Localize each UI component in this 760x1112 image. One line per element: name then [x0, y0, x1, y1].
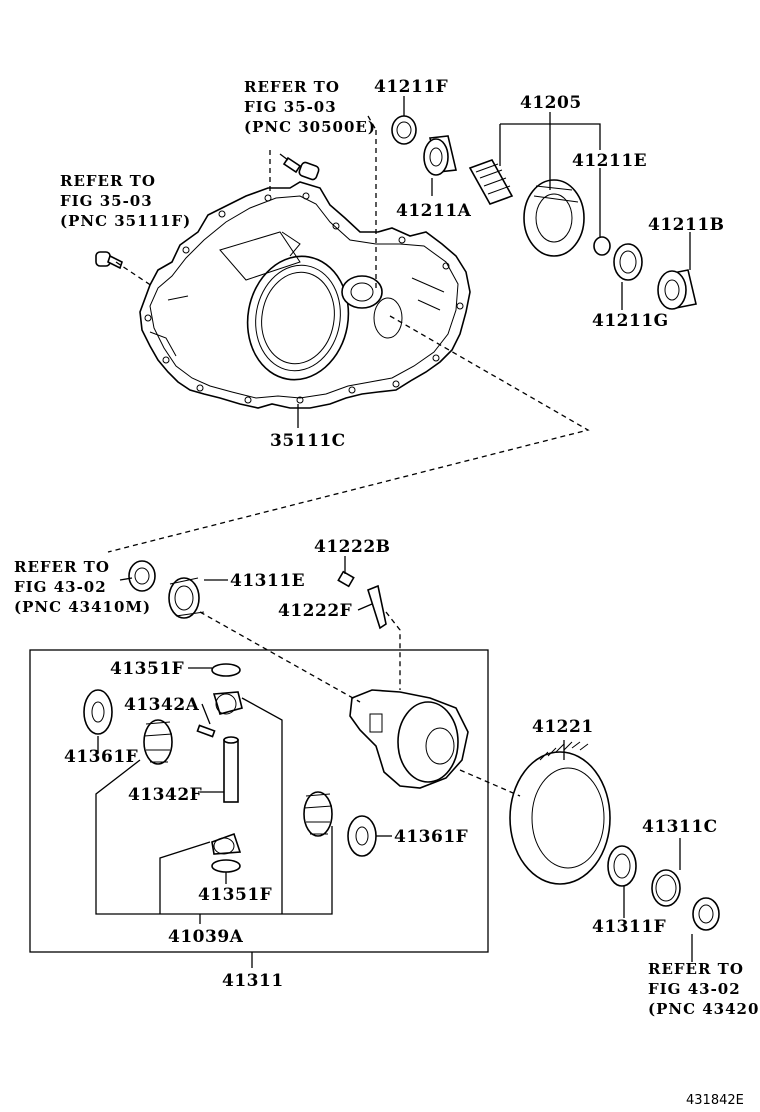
- bolt-35111f: [95, 251, 123, 270]
- leader-lines: [29, 96, 693, 968]
- pin-41342a: [196, 724, 216, 738]
- label-41361f-left: 41361F: [64, 747, 138, 767]
- differential-case-drawing: [349, 689, 469, 789]
- ref-43420-line2: FIG 43-02: [648, 980, 741, 998]
- ref-30500e-line2: FIG 35-03: [244, 98, 337, 116]
- label-41311f: 41311F: [592, 917, 666, 937]
- assembly-dashed-lines: [107, 115, 590, 797]
- bolt-30500e: [282, 156, 320, 181]
- diagram-id: 431842E: [686, 1093, 744, 1108]
- label-35111c: 35111C: [270, 431, 346, 451]
- label-41311c: 41311C: [642, 817, 718, 837]
- pinion-gear-top: [212, 691, 243, 715]
- ref-43410m-line2: FIG 43-02: [14, 578, 107, 596]
- label-41205: 41205: [520, 93, 582, 113]
- oil-seal-41211f: [391, 115, 417, 145]
- thrust-washer-41351f-top: [211, 663, 241, 677]
- label-41211f: 41211F: [374, 77, 448, 97]
- bearing-41211a: [423, 135, 457, 176]
- side-gear-left: [143, 719, 173, 765]
- plate-41222f: [367, 584, 387, 630]
- label-41311e: 41311E: [230, 571, 305, 591]
- label-41222f: 41222F: [278, 601, 352, 621]
- bolt-41222b: [337, 570, 355, 588]
- ref-30500e-line3: (PNC 30500E): [244, 118, 376, 136]
- bearing-41311f: [607, 845, 637, 887]
- label-41211g: 41211G: [592, 311, 669, 331]
- drive-pinion-41205: [468, 159, 585, 257]
- ref-30500e-line1: REFER TO: [244, 78, 340, 96]
- ref-35111f-line3: (PNC 35111F): [60, 212, 191, 230]
- label-41361f-right: 41361F: [394, 827, 468, 847]
- ref-43420-line1: REFER TO: [648, 960, 744, 978]
- label-41351f-bottom: 41351F: [198, 885, 272, 905]
- ref-43410m-line1: REFER TO: [14, 558, 110, 576]
- label-41342a: 41342A: [124, 695, 200, 715]
- oil-seal-43420: [692, 897, 720, 931]
- label-41211b: 41211B: [648, 215, 725, 235]
- label-41221: 41221: [532, 717, 594, 737]
- label-41211e: 41211E: [572, 151, 647, 171]
- shim-41311c: [651, 869, 681, 907]
- pinion-gear-bottom: [211, 832, 242, 855]
- ref-35111f-line1: REFER TO: [60, 172, 156, 190]
- label-41311: 41311: [222, 971, 284, 991]
- pinion-shaft-41342f: [223, 736, 239, 803]
- spacer-41211e: [593, 236, 611, 256]
- bearing-41211b: [657, 269, 697, 310]
- thrust-washer-41351f-bottom: [211, 859, 241, 873]
- ring-gear-41221: [509, 741, 611, 885]
- label-41222b: 41222B: [314, 537, 391, 557]
- label-41342f: 41342F: [128, 785, 202, 805]
- ref-35111f-line2: FIG 35-03: [60, 192, 153, 210]
- thrust-washer-41361f-right: [347, 815, 377, 857]
- ref-43410m-line3: (PNC 43410M): [14, 598, 151, 616]
- thrust-washer-41361f-left: [83, 689, 113, 735]
- transaxle-housing-drawing: [139, 181, 471, 409]
- label-41211a: 41211A: [396, 201, 472, 221]
- oil-seal-41211g: [613, 243, 643, 281]
- ref-43420-line3: (PNC 43420: [648, 1000, 759, 1018]
- bearing-41311e: [168, 577, 205, 619]
- labels: REFER TO FIG 35-03 (PNC 30500E) REFER TO…: [14, 77, 759, 1108]
- side-gear-right: [303, 791, 333, 837]
- oil-seal-43410m: [128, 560, 156, 592]
- label-41039a: 41039A: [168, 927, 244, 947]
- label-41351f-top: 41351F: [110, 659, 184, 679]
